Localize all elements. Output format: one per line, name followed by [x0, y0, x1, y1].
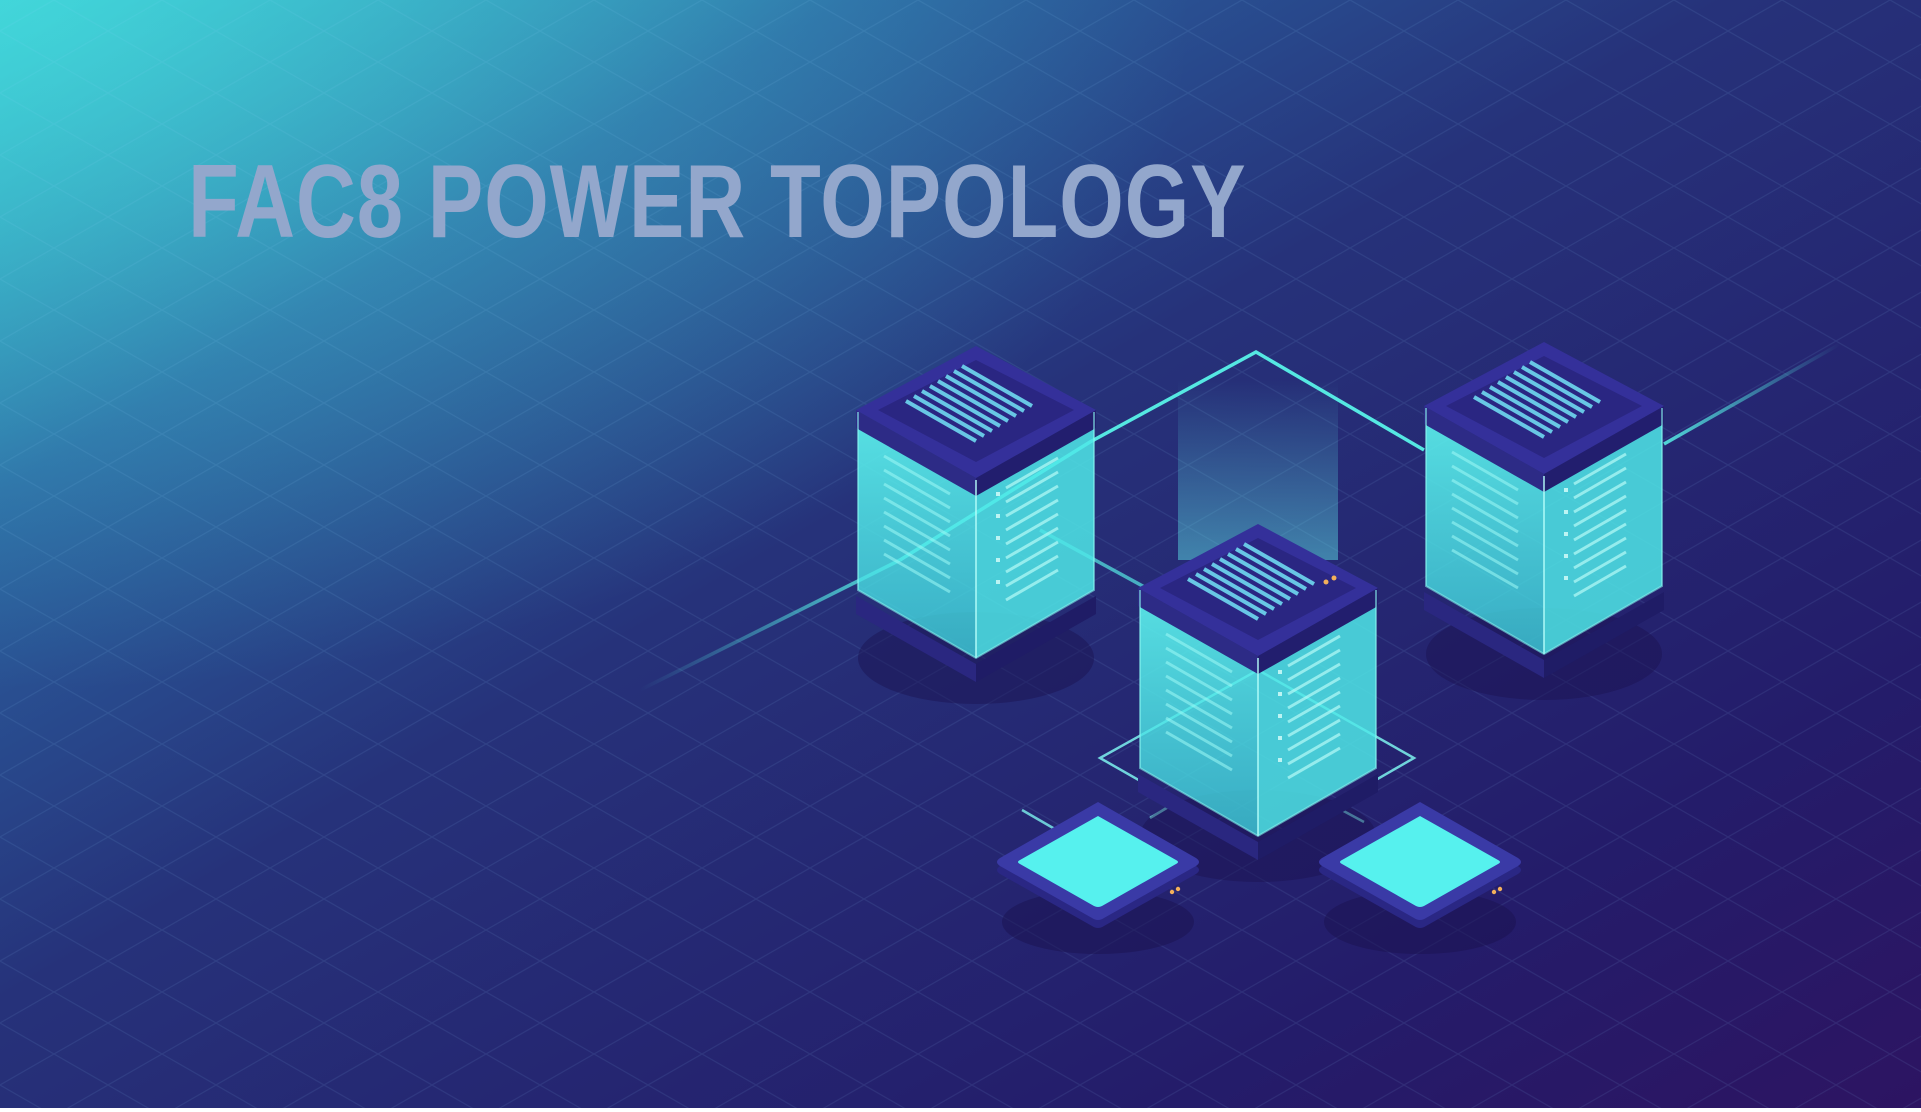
server-rack-center-icon [1136, 522, 1380, 884]
server-rack-right-icon [1422, 340, 1666, 702]
server-rack-left-icon [854, 344, 1098, 706]
status-led-icon [1323, 575, 1337, 585]
page-title: FAC8 POWER TOPOLOGY [188, 144, 1247, 260]
